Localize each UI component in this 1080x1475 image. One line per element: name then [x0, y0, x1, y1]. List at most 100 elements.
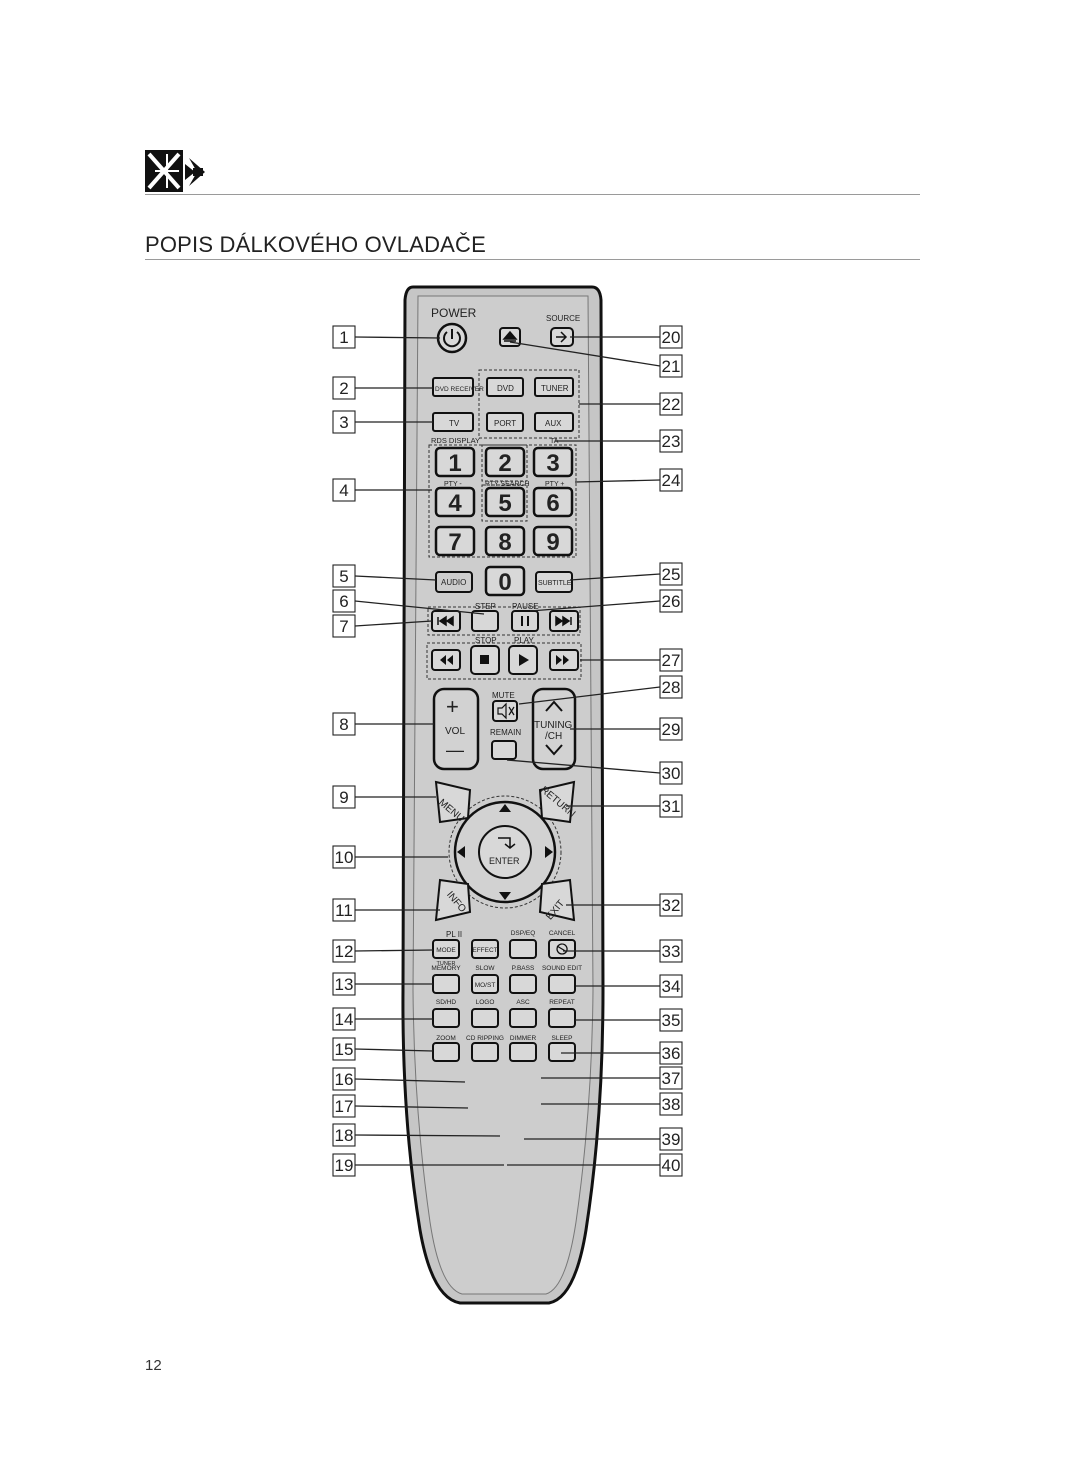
- digit-label: 5: [498, 490, 511, 517]
- callout-number: 31: [662, 797, 681, 816]
- left-arrow-icon: [457, 846, 465, 858]
- svg-text:PL II: PL II: [446, 930, 462, 939]
- svg-text:REMAIN: REMAIN: [490, 728, 521, 737]
- skip-back-icon: [437, 615, 454, 627]
- callout: 21: [509, 341, 683, 378]
- callout-number: 12: [335, 942, 354, 961]
- callout: 22: [579, 392, 683, 416]
- down-arrow-icon: [499, 892, 511, 900]
- callout: 38: [541, 1092, 683, 1116]
- callout-number: 24: [662, 471, 681, 490]
- digit-label: 3: [546, 450, 559, 477]
- function-label: TUNER: [437, 961, 456, 967]
- callout: 1: [332, 325, 441, 349]
- function-button-label: MODE: [436, 947, 456, 954]
- callout-number: 4: [339, 481, 348, 500]
- digit-label: 8: [498, 529, 511, 556]
- callout: 14: [332, 1007, 433, 1031]
- function-label: CD RIPPING: [466, 1035, 504, 1042]
- svg-text:—: —: [446, 740, 464, 760]
- function-label: SLOW: [475, 965, 495, 972]
- callout-number: 3: [339, 413, 348, 432]
- step-button: [471, 610, 499, 632]
- function-button: [509, 1008, 537, 1028]
- callout: 6: [332, 589, 485, 615]
- callout-number: 7: [339, 617, 348, 636]
- callout: 40: [507, 1153, 683, 1177]
- callout-number: 37: [662, 1069, 681, 1088]
- enter-button: [478, 825, 532, 879]
- digit-button: [532, 525, 574, 557]
- function-label: SD/HD: [436, 999, 457, 1006]
- function-button-label: MO/ST: [475, 982, 496, 989]
- callout-number: 5: [339, 567, 348, 586]
- function-button: [432, 974, 460, 994]
- callout-number: 36: [662, 1044, 681, 1063]
- function-button: [432, 1042, 460, 1062]
- callout-number: 22: [662, 395, 681, 414]
- callout: 10: [332, 845, 448, 869]
- function-label: SOUND EDIT: [542, 965, 582, 972]
- callout-number: 27: [662, 651, 681, 670]
- remain-button: [491, 740, 517, 760]
- digit-label: 9: [546, 529, 559, 556]
- callout-number: 17: [335, 1097, 354, 1116]
- callout-number: 33: [662, 942, 681, 961]
- tuning-up-icon: [545, 700, 563, 712]
- function-label: MEMORY: [431, 965, 461, 972]
- function-button: [471, 974, 499, 994]
- mute-icon: [497, 702, 515, 720]
- callout: 12: [332, 939, 434, 963]
- callout-number: 19: [335, 1156, 354, 1175]
- function-button: [432, 939, 460, 959]
- title-rule: [145, 259, 920, 260]
- function-label: LOGO: [476, 999, 495, 1006]
- skip-forward-icon: [555, 615, 572, 627]
- callout-number: 1: [339, 328, 348, 347]
- callout: 13: [332, 972, 433, 996]
- callout-number: 10: [335, 848, 354, 867]
- function-label: ZOOM: [436, 1035, 456, 1042]
- function-label: DSP/EQ: [511, 930, 536, 937]
- function-label: DIMMER: [510, 1035, 537, 1042]
- function-button: [548, 1042, 576, 1062]
- rewind-icon: [440, 655, 453, 665]
- callout-number: 16: [335, 1070, 354, 1089]
- digit-button: [532, 486, 574, 518]
- callout: 30: [506, 759, 683, 785]
- callout-number: 2: [339, 379, 348, 398]
- page-number: 12: [145, 1357, 162, 1374]
- digit-button: [434, 446, 476, 478]
- header-rule: [145, 194, 920, 195]
- svg-text:/CH: /CH: [545, 731, 562, 742]
- function-button: [471, 1042, 499, 1062]
- callout: 16: [332, 1067, 466, 1091]
- function-label: P.BASS: [512, 965, 535, 972]
- callout-number: 26: [662, 592, 681, 611]
- callout: 15: [332, 1037, 434, 1061]
- volume-rocker: [432, 687, 480, 771]
- callout: 32: [566, 893, 683, 917]
- aux-button: [534, 412, 574, 432]
- callout-number: 15: [335, 1040, 354, 1059]
- function-button: [432, 1008, 460, 1028]
- callout: 34: [576, 974, 683, 998]
- tuning-down-icon: [545, 744, 563, 756]
- digit-label: 0: [498, 569, 511, 596]
- callout: 37: [541, 1066, 683, 1090]
- callout-number: 8: [339, 715, 348, 734]
- svg-text:MUTE: MUTE: [492, 691, 515, 700]
- svg-text:+: +: [446, 694, 459, 719]
- callout: 5: [332, 564, 437, 588]
- callout-number: 32: [662, 896, 681, 915]
- digit-button: [532, 446, 574, 478]
- port-button: [486, 412, 524, 432]
- svg-text:DVD: DVD: [497, 384, 514, 393]
- callout: 4: [332, 478, 432, 502]
- callout-number: 14: [335, 1010, 354, 1029]
- svg-text:PLAY: PLAY: [514, 636, 535, 645]
- callout: 39: [524, 1127, 683, 1151]
- digit-label: 6: [546, 490, 559, 517]
- callout: 3: [332, 410, 433, 434]
- section-title: POPIS DÁLKOVÉHO OVLADAČE: [145, 232, 487, 257]
